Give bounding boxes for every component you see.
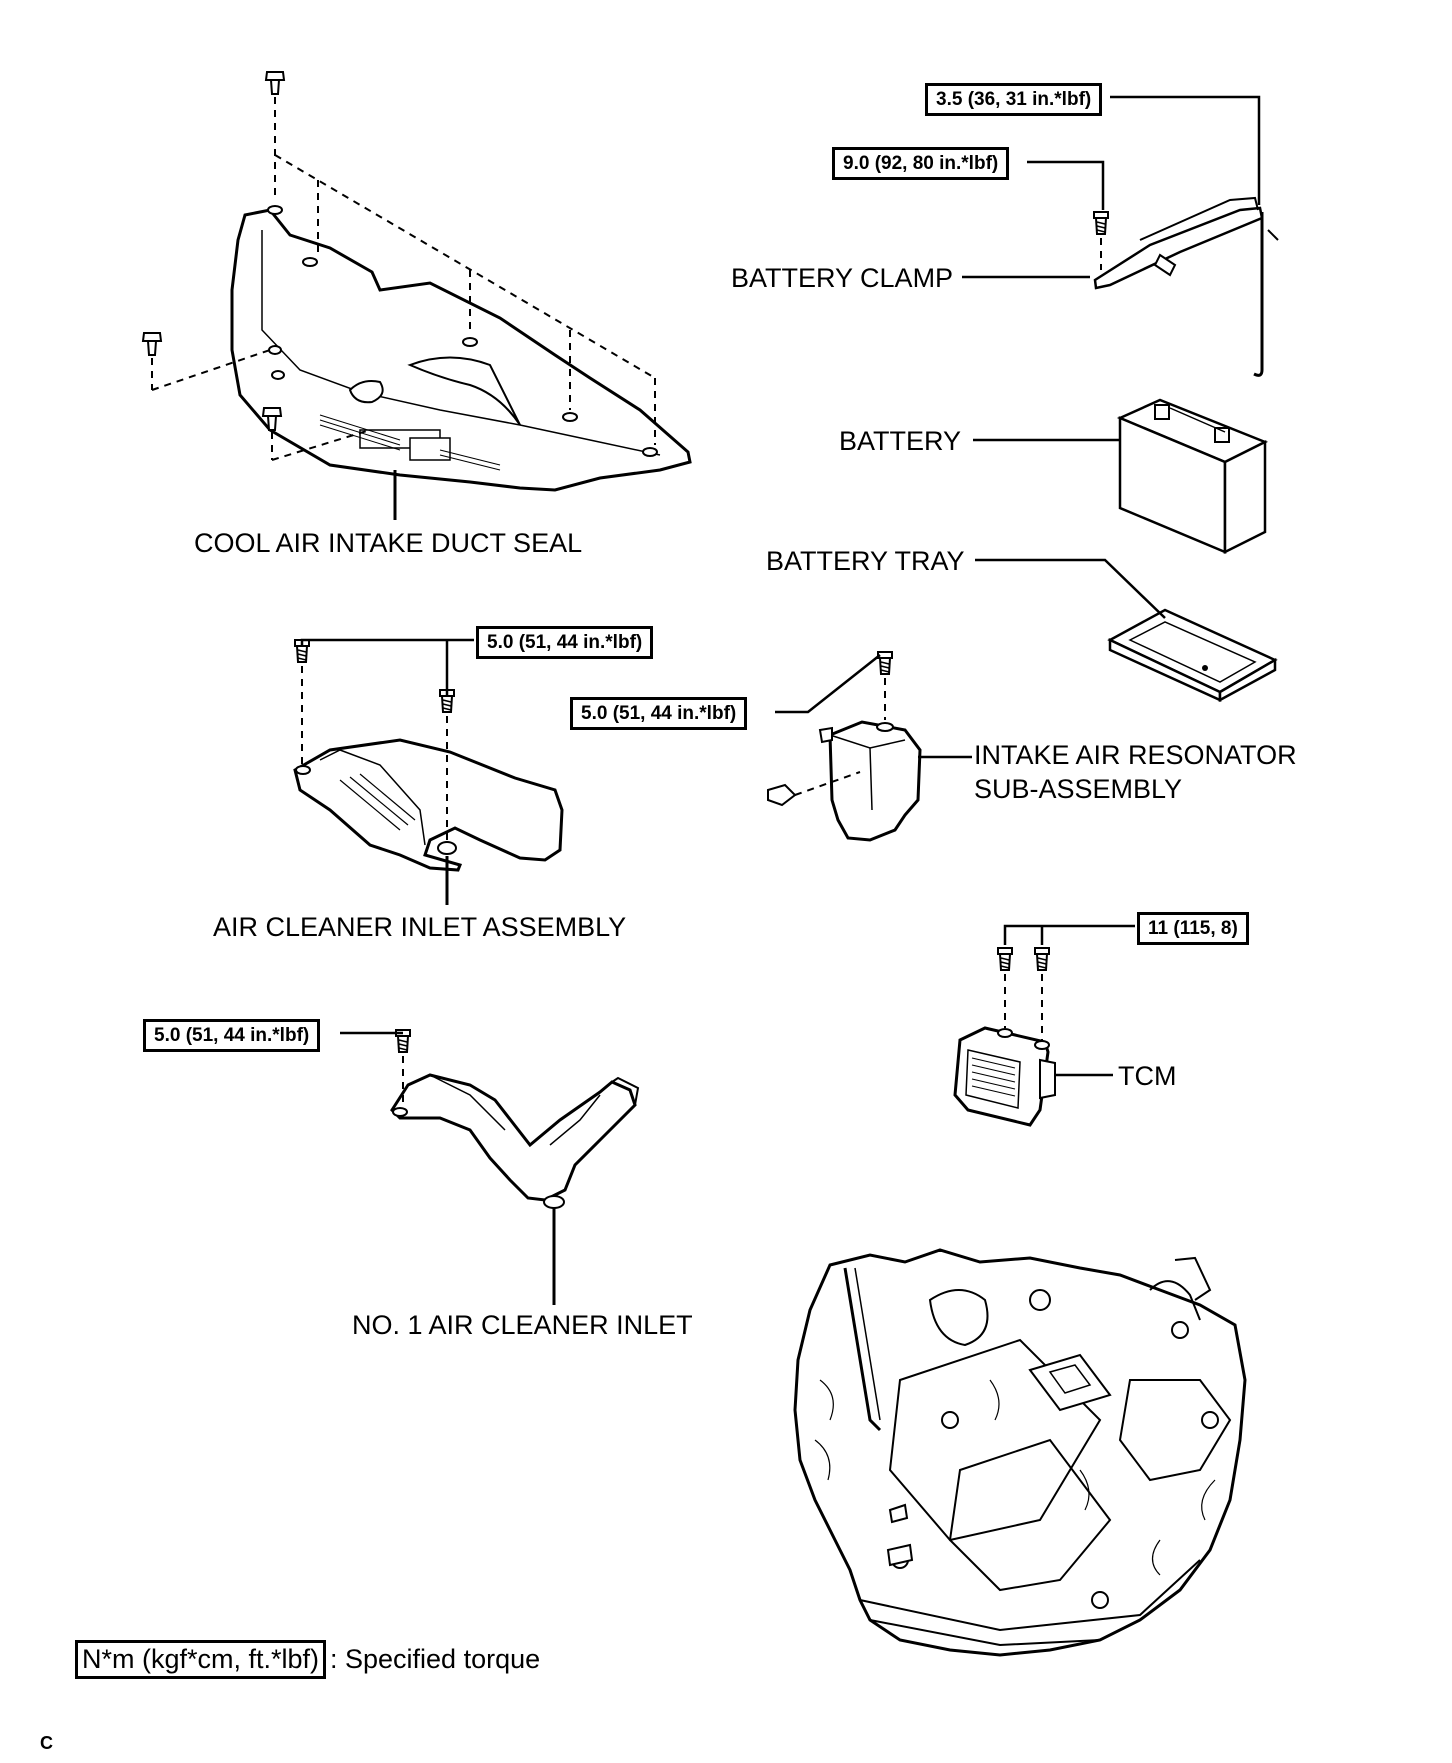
resonator-clip: [767, 771, 861, 807]
battery-clamp-label: BATTERY CLAMP: [731, 263, 954, 293]
torque-intake-air-resonator: 5.0 (51, 44 in.*lbf): [570, 697, 748, 730]
battery-label: BATTERY: [839, 426, 962, 456]
torque-legend-box: N*m (kgf*cm, ft.*lbf): [75, 1640, 327, 1679]
bolt-icon: [997, 947, 1013, 971]
cool-air-intake-duct-seal-label: COOL AIR INTAKE DUCT SEAL: [194, 528, 583, 558]
transaxle-part: [793, 1248, 1247, 1657]
bolt-icon: [1093, 211, 1109, 235]
torque-battery-clamp-upper: 3.5 (36, 31 in.*lbf): [925, 83, 1103, 116]
no1-air-cleaner-inlet-part: [390, 1073, 640, 1209]
intake-air-resonator-part: [818, 720, 922, 842]
figure-code: C: [40, 1733, 53, 1753]
intake-air-resonator-label: INTAKE AIR RESONATOR: [974, 740, 1297, 770]
clip-icon: [265, 71, 285, 95]
tcm-part: [953, 1026, 1056, 1127]
torque-air-cleaner-inlet: 5.0 (51, 44 in.*lbf): [476, 626, 654, 659]
tcm-label: TCM: [1118, 1061, 1177, 1091]
torque-legend-description: : Specified torque: [330, 1644, 541, 1674]
battery-clamp-part: [1093, 196, 1279, 377]
air-cleaner-inlet-assembly-part: [293, 738, 564, 872]
torque-battery-clamp-bolt: 9.0 (92, 80 in.*lbf): [832, 147, 1010, 180]
battery-tray-part: [1107, 608, 1278, 703]
intake-air-resonator-label-line2: SUB-ASSEMBLY: [974, 774, 1183, 804]
battery-tray-label: BATTERY TRAY: [766, 546, 965, 576]
bolt-icon: [1034, 947, 1050, 971]
battery-part: [1116, 398, 1269, 555]
seal-guide-lines: [151, 97, 656, 461]
cool-air-intake-duct-seal-part: [230, 205, 692, 492]
no1-air-cleaner-inlet-label: NO. 1 AIR CLEANER INLET: [352, 1310, 693, 1340]
torque-no1-air-cleaner-inlet: 5.0 (51, 44 in.*lbf): [143, 1019, 321, 1052]
torque-tcm: 11 (115, 8): [1137, 912, 1249, 945]
air-cleaner-inlet-assembly-label: AIR CLEANER INLET ASSEMBLY: [213, 912, 627, 942]
clip-icon: [142, 332, 162, 356]
